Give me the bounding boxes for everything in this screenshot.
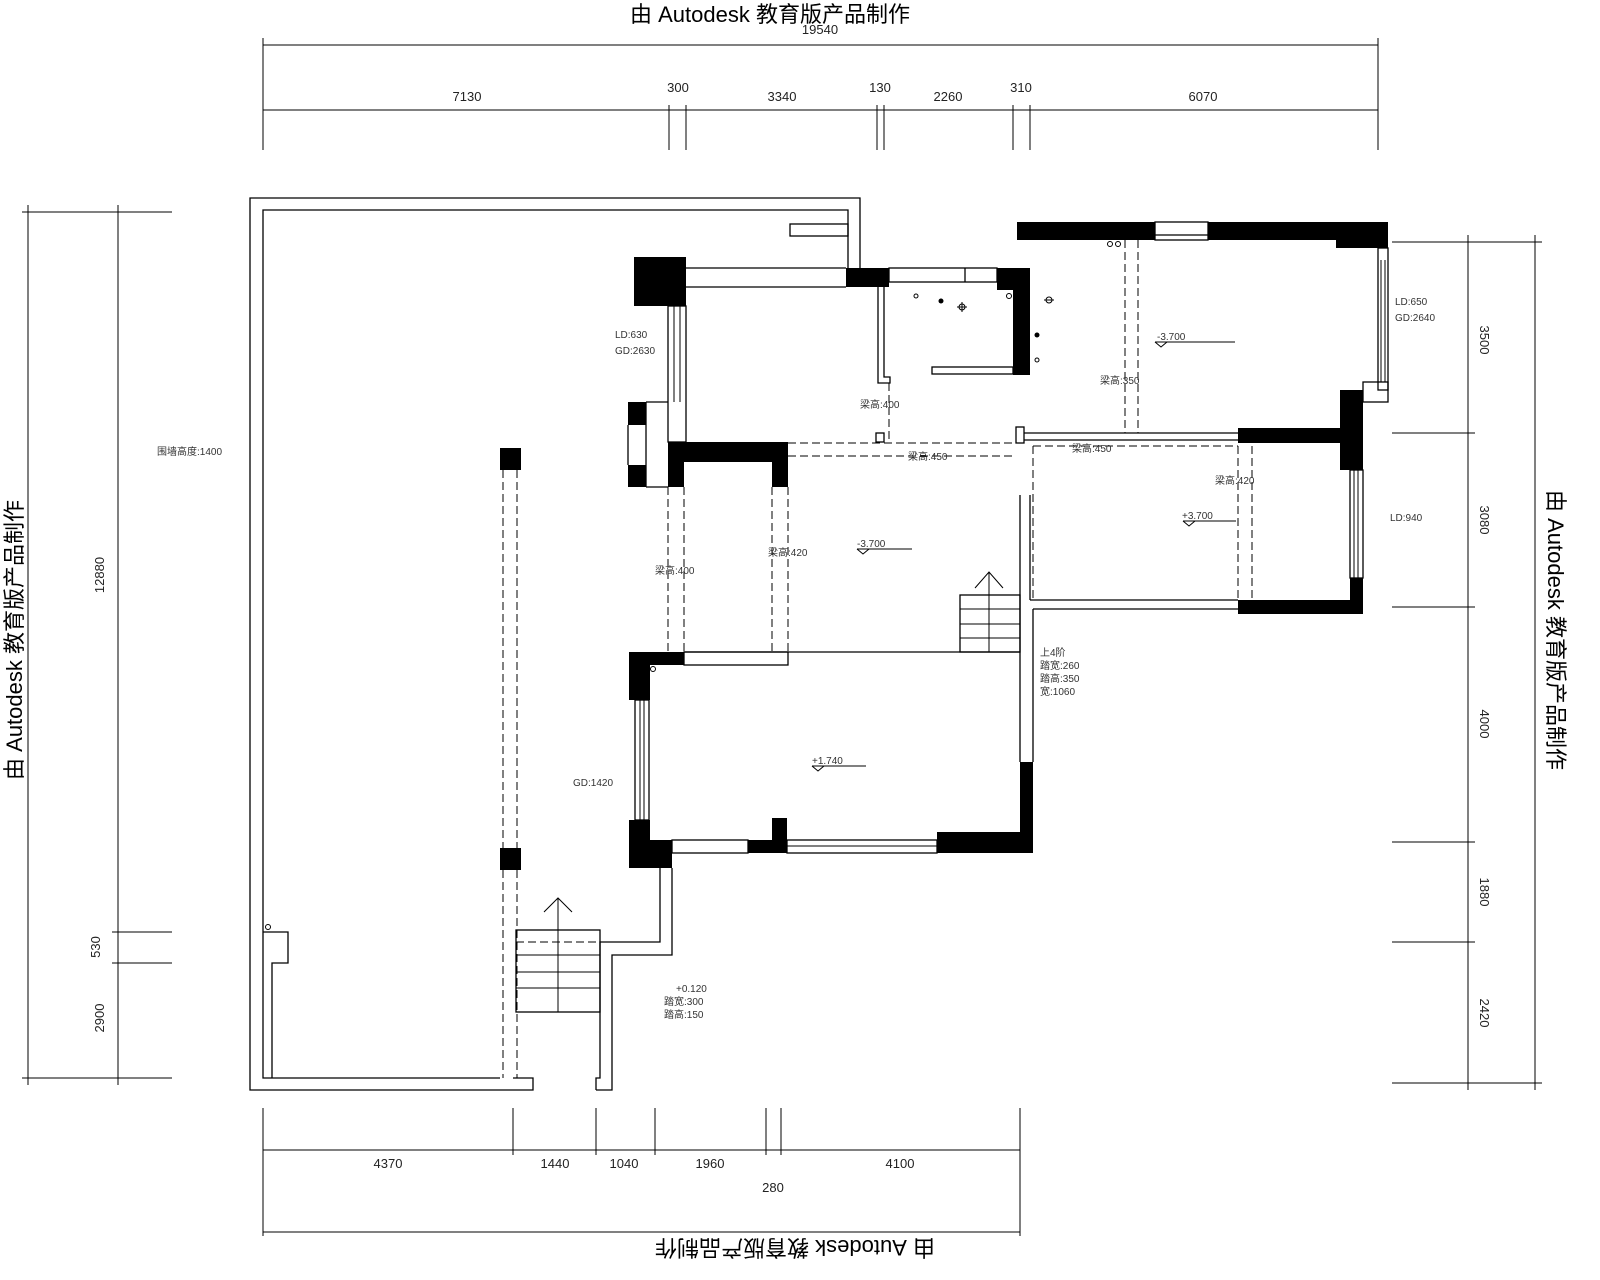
- dim-bottom: 1960: [696, 1156, 725, 1171]
- elevation-label: +1.740: [812, 756, 843, 767]
- dim-right: 2420: [1477, 999, 1492, 1028]
- window-label: LD:650: [1395, 297, 1428, 308]
- yard-wall: [249, 197, 861, 1091]
- stair-interior: [959, 571, 1021, 653]
- elevation-markers: -3.700 +3.700 -3.700 +1.740: [811, 332, 1236, 772]
- dim-top: 310: [1010, 80, 1032, 95]
- dim-bottom: 1440: [541, 1156, 570, 1171]
- stair-label: 踏宽:260: [1040, 659, 1080, 672]
- window-label: GD:2640: [1395, 313, 1435, 324]
- dim-left: 530: [88, 936, 103, 958]
- stair-label: 上4阶: [1040, 646, 1066, 659]
- stair-label: 踏高:350: [1040, 672, 1080, 685]
- window-label: LD:630: [615, 330, 648, 341]
- dim-top: 300: [667, 80, 689, 95]
- right-dimensions: 3500 3080 4000 1880 2420: [1392, 235, 1542, 1090]
- dim-top: 6070: [1189, 89, 1218, 104]
- fixtures: [913, 241, 1121, 363]
- fence-height-label: 围墙高度:1400: [157, 445, 222, 458]
- beam-label: 梁高:420: [768, 546, 808, 559]
- watermark-bottom: 由 Autodesk 教育版产品制作: [655, 1235, 935, 1260]
- dim-bottom-extra: 280: [762, 1180, 784, 1195]
- dim-top: 130: [869, 80, 891, 95]
- dim-bottom: 4370: [374, 1156, 403, 1171]
- beams: [667, 240, 1253, 652]
- structural-walls: [628, 222, 1388, 868]
- beam-label: 梁高:350: [1100, 374, 1140, 387]
- beam-label: 梁高:400: [655, 564, 695, 577]
- elevation-label: -3.700: [1157, 332, 1186, 343]
- dim-right: 1880: [1477, 878, 1492, 907]
- stair-exterior: [515, 897, 601, 1013]
- dim-top-total: 19540: [802, 22, 838, 37]
- pergola: [500, 448, 521, 1078]
- dim-top: 7130: [453, 89, 482, 104]
- beam-label: 梁高:420: [1215, 474, 1255, 487]
- stair-label: +0.120: [676, 984, 707, 995]
- building-walls: [627, 221, 1389, 854]
- bottom-dimensions: 4370 1440 1040 1960 4100 280: [262, 1108, 1021, 1236]
- watermark-right: 由 Autodesk 教育版产品制作: [1543, 490, 1568, 770]
- window-label: GD:2630: [615, 346, 655, 357]
- stair-label: 宽:1060: [1040, 685, 1075, 698]
- window-label: LD:940: [1390, 513, 1423, 524]
- stair-label: 踏宽:300: [664, 995, 704, 1008]
- dim-right: 3080: [1477, 506, 1492, 535]
- annotations: LD:630 GD:2630 梁高:400 梁高:450 梁高:350 梁高:4…: [157, 297, 1435, 1021]
- window-label: GD:1420: [573, 778, 613, 789]
- beam-label: 梁高:450: [908, 450, 948, 463]
- dim-top: 3340: [768, 89, 797, 104]
- beam-label: 梁高:400: [860, 398, 900, 411]
- stair-label: 踏高:150: [664, 1008, 704, 1021]
- dim-top: 2260: [934, 89, 963, 104]
- dim-right: 3500: [1477, 326, 1492, 355]
- dim-left-total: 12880: [92, 557, 107, 593]
- dim-right: 4000: [1477, 710, 1492, 739]
- dim-bottom: 1040: [610, 1156, 639, 1171]
- left-dimensions: 12880 530 2900: [22, 205, 172, 1085]
- elevation-label: +3.700: [1182, 511, 1213, 522]
- elevation-label: -3.700: [857, 539, 886, 550]
- top-dimensions: 19540 7130 300 3340 130 2260 310 6070: [262, 22, 1379, 150]
- dim-left: 2900: [92, 1004, 107, 1033]
- watermark-top: 由 Autodesk 教育版产品制作: [630, 2, 910, 27]
- dim-bottom: 4100: [886, 1156, 915, 1171]
- watermark-left: 由 Autodesk 教育版产品制作: [2, 500, 27, 780]
- beam-label: 梁高:450: [1072, 442, 1112, 455]
